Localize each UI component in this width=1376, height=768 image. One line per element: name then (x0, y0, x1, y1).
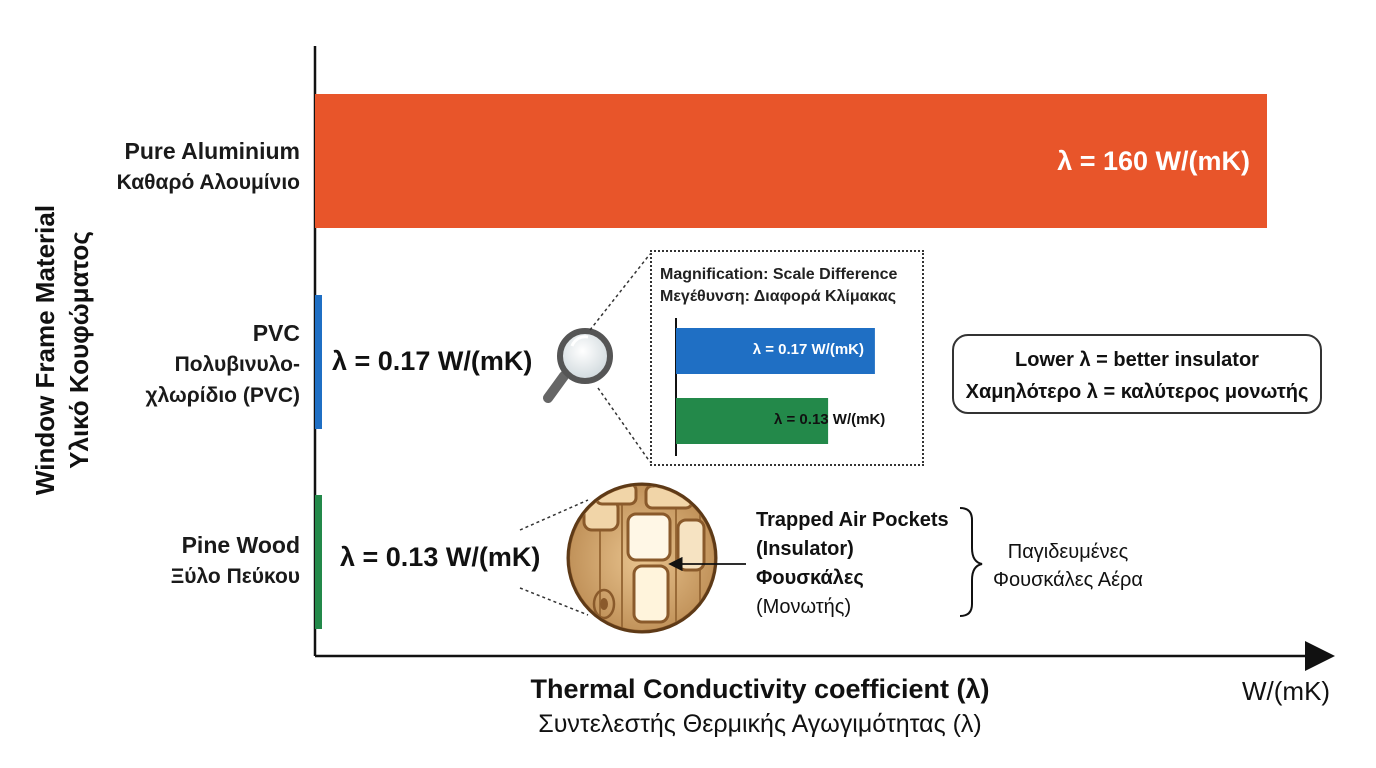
wood-annotation-line3: Φουσκάλες (756, 567, 864, 589)
wood-annotation-line1: Trapped Air Pockets (756, 509, 949, 531)
category-el-line1: Πολυβινυλο- (174, 353, 300, 376)
inset-bar-pine (676, 398, 829, 444)
note-line1: Lower λ = better insulator (1015, 349, 1259, 371)
y-axis-title-el: Υλικό Κουφώματος (64, 231, 94, 469)
category-en: Pure Aluminium (124, 138, 301, 164)
wood-annotation-line2: (Insulator) (756, 538, 854, 560)
curly-brace (959, 507, 983, 617)
wood-cross-section-illustration (519, 482, 746, 634)
category-el: Καθαρό Αλουμίνιο (116, 171, 300, 194)
brace-annotation-line1: Παγιδευμένες (1007, 541, 1129, 563)
value-label-pine: λ = 0.13 W/(mK) (340, 542, 541, 572)
magnifier-icon (543, 328, 613, 403)
y-axis-title: Window Frame Material Υλικό Κουφώματος (28, 180, 96, 520)
inset-connector-top (589, 253, 651, 331)
category-label-aluminium: Pure Aluminium Καθαρό Αλουμίνιο (10, 136, 300, 198)
inset-bars-group (676, 328, 875, 444)
inset-connector-bottom (597, 387, 651, 463)
bar-pine (315, 495, 322, 629)
brace-annotation: Παγιδευμένες Φουσκάλες Αέρα (978, 538, 1158, 594)
x-axis-title-el: Συντελεστής Θερμικής Αγωγιμότητας (λ) (538, 710, 982, 738)
category-el: Ξύλο Πεύκου (170, 565, 300, 588)
inset-title-en: Magnification: Scale Difference (660, 266, 898, 283)
bar-pvc (315, 295, 322, 429)
note-box: Lower λ = better insulator Χαμηλότερο λ … (952, 334, 1322, 414)
inset-title-el: Μεγέθυνση: Διαφορά Κλίμακας (660, 288, 897, 305)
category-el-line2: χλωρίδιο (PVC) (145, 384, 300, 407)
value-label-pvc: λ = 0.17 W/(mK) (332, 346, 533, 376)
bar-aluminium (315, 94, 1267, 228)
category-label-pvc: PVC Πολυβινυλο- χλωρίδιο (PVC) (10, 318, 300, 411)
note-line2: Χαμηλότερο λ = καλύτερος μονωτής (965, 381, 1309, 403)
category-en: PVC (252, 320, 300, 346)
inset-value-label-pine: λ = 0.13 W/(mK) (774, 411, 886, 428)
x-axis-unit: W/(mK) (1242, 676, 1331, 706)
magnification-inset: Magnification: Scale Difference Μεγέθυνσ… (650, 250, 924, 466)
inset-value-label-pvc: λ = 0.17 W/(mK) (752, 341, 864, 358)
category-en: Pine Wood (181, 532, 300, 558)
x-axis-title: Thermal Conductivity coefficient (λ) (530, 674, 990, 704)
brace-annotation-line2: Φουσκάλες Αέρα (993, 569, 1143, 591)
bars-group (315, 94, 1267, 629)
inset-bar-pvc (676, 328, 875, 374)
category-label-pine: Pine Wood Ξύλο Πεύκου (10, 530, 300, 592)
wood-annotation-line4: (Μονωτής) (756, 596, 852, 618)
inset-title: Magnification: Scale Difference Μεγέθυνσ… (660, 264, 897, 308)
wood-annotation: Trapped Air Pockets (Insulator) Φουσκάλε… (756, 506, 949, 622)
value-label-aluminium: λ = 160 W/(mK) (1057, 146, 1250, 176)
y-axis-title-en: Window Frame Material (30, 204, 60, 496)
